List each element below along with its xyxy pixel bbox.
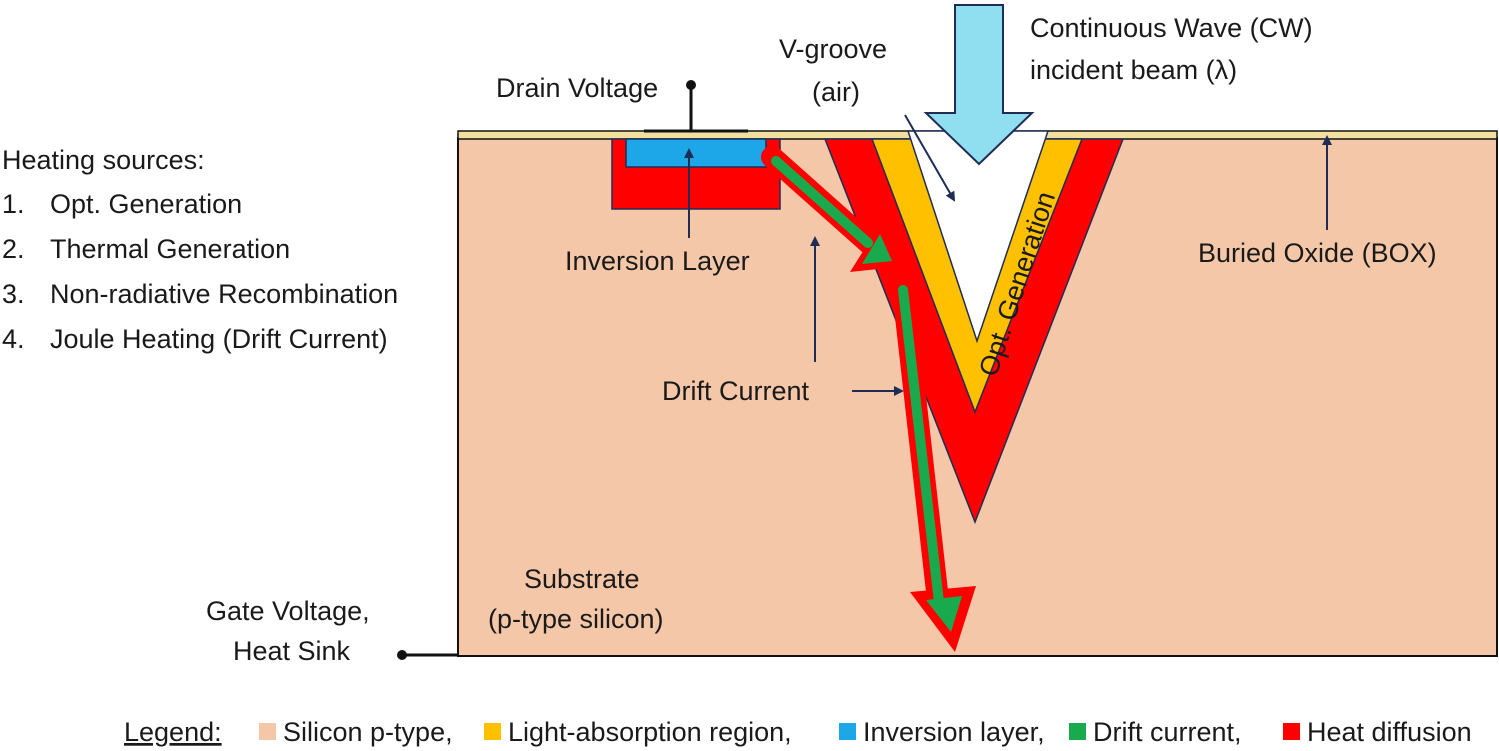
legend-swatch-silicon bbox=[259, 723, 276, 740]
gate-label-line2: Heat Sink bbox=[233, 636, 351, 666]
drift-arrow2-head bbox=[926, 596, 962, 632]
heating-item-text: Joule Heating (Drift Current) bbox=[50, 324, 388, 354]
legend-item-inversion: Inversion layer, bbox=[863, 717, 1045, 747]
heating-item-number: 3. bbox=[2, 279, 25, 309]
drift-current-label: Drift Current bbox=[662, 376, 810, 406]
heating-item-text: Thermal Generation bbox=[50, 234, 290, 264]
inversion-layer bbox=[625, 138, 767, 168]
vgroove-pointer-arrow bbox=[904, 114, 955, 202]
substrate-label-line2: (p-type silicon) bbox=[488, 604, 664, 634]
vgroove-label-line2: (air) bbox=[812, 77, 860, 107]
buried-oxide-label: Buried Oxide (BOX) bbox=[1198, 238, 1437, 268]
drift-arrow2-shaft bbox=[898, 285, 944, 607]
beam-label-line2: incident beam (λ) bbox=[1030, 55, 1237, 85]
gate-terminal bbox=[397, 650, 407, 660]
heating-item-number: 4. bbox=[2, 324, 25, 354]
legend-title: Legend: bbox=[124, 717, 222, 747]
legend-swatch-drift bbox=[1069, 723, 1086, 740]
incident-beam-arrow bbox=[923, 4, 1035, 166]
drain-terminal bbox=[686, 80, 696, 90]
drain-voltage-label: Drain Voltage bbox=[496, 73, 658, 103]
drift-arrow1-head bbox=[862, 234, 892, 264]
legend-item-silicon: Silicon p-type, bbox=[283, 717, 453, 747]
gate-label-line1: Gate Voltage, bbox=[206, 596, 370, 626]
legend-swatch-heat bbox=[1283, 723, 1300, 740]
substrate-label-line1: Substrate bbox=[524, 564, 640, 594]
legend-swatch-inversion bbox=[839, 723, 856, 740]
legend-item-absorption: Light-absorption region, bbox=[508, 717, 792, 747]
legend-item-heat: Heat diffusion bbox=[1307, 717, 1472, 747]
legend-item-drift: Drift current, bbox=[1093, 717, 1242, 747]
inversion-layer-label: Inversion Layer bbox=[565, 246, 750, 276]
heating-item-text: Opt. Generation bbox=[50, 189, 242, 219]
legend-swatch-absorption bbox=[484, 723, 501, 740]
heating-item-number: 1. bbox=[2, 189, 25, 219]
vgroove-label-line1: V-groove bbox=[779, 34, 887, 64]
heating-item-text: Non-radiative Recombination bbox=[50, 279, 398, 309]
beam-label-line1: Continuous Wave (CW) bbox=[1030, 13, 1313, 43]
heating-item-number: 2. bbox=[2, 234, 25, 264]
drift-arrow1-shaft bbox=[771, 156, 873, 248]
heating-sources-title: Heating sources: bbox=[2, 145, 205, 175]
